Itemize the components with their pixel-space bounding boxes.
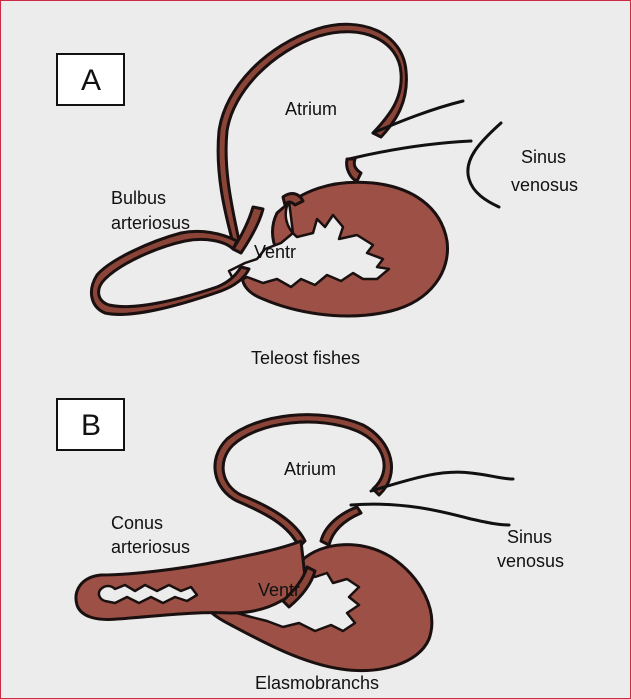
teleost-ventricle-label: Ventr	[254, 242, 296, 262]
elasmo-sinus-label-1: Sinus	[507, 527, 552, 547]
elasmo-sinus-upper	[371, 472, 513, 491]
teleost-outflow-label-2: arteriosus	[111, 213, 190, 233]
sinus-vein-lower	[349, 141, 471, 159]
elasmo-atrium-wall	[215, 415, 392, 547]
panel-b: B Atrium Conus arteriosus Sinus venosus …	[57, 399, 564, 693]
elasmo-atrium-label: Atrium	[284, 459, 336, 479]
panel-a: A Atrium Sinus venosus Bulbus arteriosus…	[57, 24, 578, 368]
teleost-sinus-label-2: venosus	[511, 175, 578, 195]
elasmo-sinus-label-2: venosus	[497, 551, 564, 571]
bulbus-arteriosus	[91, 231, 249, 314]
elasmo-sinoatrial-junction	[321, 507, 361, 545]
elasmo-caption: Elasmobranchs	[255, 673, 379, 693]
panel-a-label: A	[81, 64, 101, 97]
elasmo-outflow-label-1: Conus	[111, 513, 163, 533]
elasmo-sinus-lower	[351, 504, 509, 525]
teleost-outflow-label-1: Bulbus	[111, 188, 166, 208]
teleost-atrium-label: Atrium	[285, 99, 337, 119]
elasmo-ventricle-label: Ventr	[258, 580, 300, 600]
elasmo-outflow-label-2: arteriosus	[111, 537, 190, 557]
atrioventricular-valve	[283, 194, 303, 205]
teleost-caption: Teleost fishes	[251, 348, 360, 368]
sinus-venosus-arc	[468, 123, 501, 207]
teleost-sinus-label-1: Sinus	[521, 147, 566, 167]
sinoatrial-valve	[347, 159, 361, 181]
panel-b-label: B	[81, 409, 101, 442]
